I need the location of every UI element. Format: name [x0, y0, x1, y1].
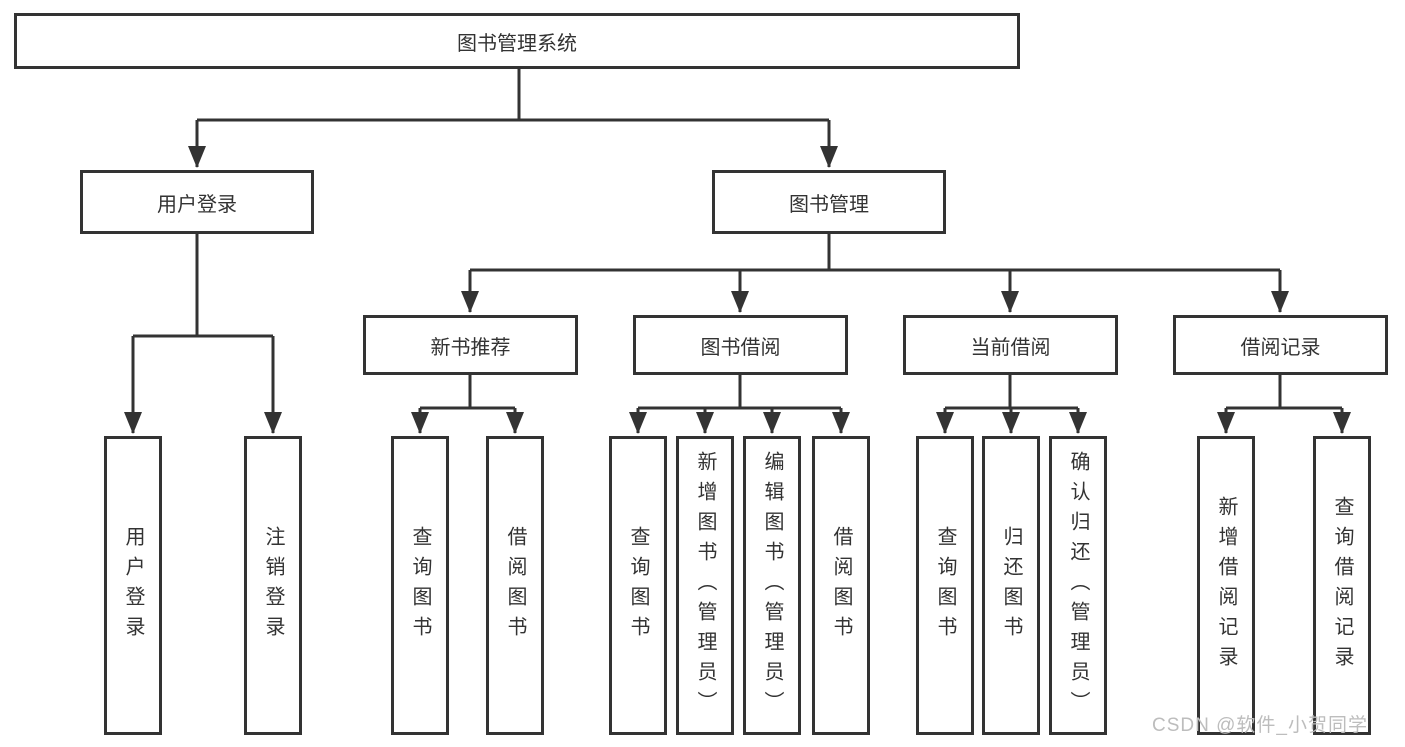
node-leaf-borrow-books: 借阅图书: [812, 436, 870, 735]
node-leaf-borrow-books-recommend: 借阅图书: [486, 436, 544, 735]
node-user-login: 用户登录: [80, 170, 314, 234]
node-book-borrowing: 图书借阅: [633, 315, 848, 375]
node-leaf-return-books: 归还图书: [982, 436, 1040, 735]
node-leaf-add-borrow-record: 新增借阅记录: [1197, 436, 1255, 735]
csdn-watermark: CSDN @软件_小贺同学: [1152, 715, 1368, 736]
node-leaf-edit-books-admin: 编辑图书（管理员）: [743, 436, 801, 735]
node-leaf-query-borrow-record: 查询借阅记录: [1313, 436, 1371, 735]
node-leaf-query-books-recommend: 查询图书: [391, 436, 449, 735]
node-borrowing-record: 借阅记录: [1173, 315, 1388, 375]
node-leaf-query-books-borrow: 查询图书: [609, 436, 667, 735]
node-leaf-user-login: 用户登录: [104, 436, 162, 735]
node-leaf-query-books-current: 查询图书: [916, 436, 974, 735]
node-root: 图书管理系统: [14, 13, 1020, 69]
node-book-management: 图书管理: [712, 170, 946, 234]
node-leaf-logout: 注销登录: [244, 436, 302, 735]
node-current-borrowing: 当前借阅: [903, 315, 1118, 375]
node-new-book-recommendation: 新书推荐: [363, 315, 578, 375]
node-leaf-confirm-return-admin: 确认归还（管理员）: [1049, 436, 1107, 735]
node-leaf-add-books-admin: 新增图书（管理员）: [676, 436, 734, 735]
